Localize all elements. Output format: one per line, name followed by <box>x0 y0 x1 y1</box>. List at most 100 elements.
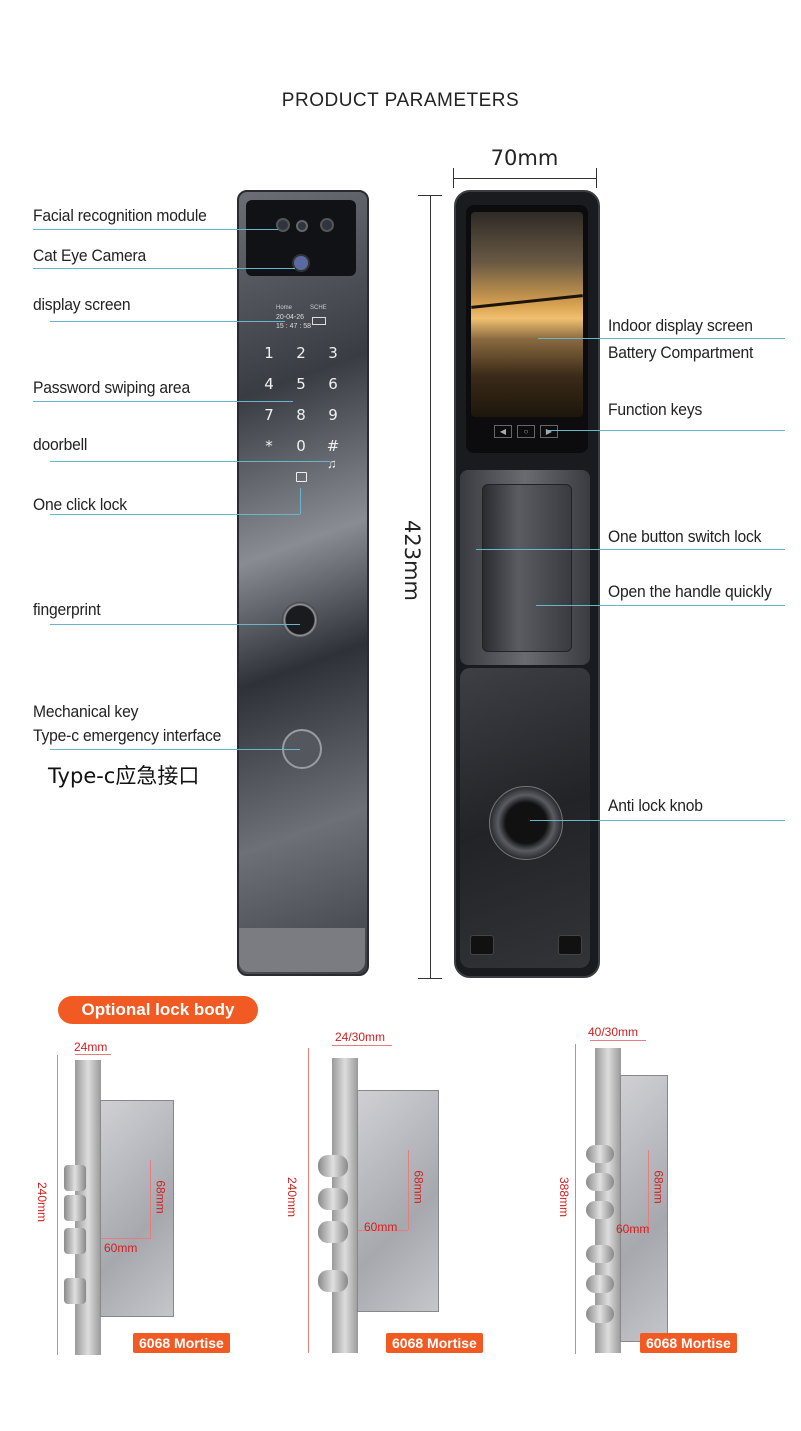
bolt <box>318 1270 348 1292</box>
callout-line <box>476 549 785 550</box>
dimension-line <box>358 1230 408 1231</box>
callout-line <box>536 605 785 606</box>
horizontal-dimension: 60mm <box>104 1241 138 1255</box>
top-dimension: 24/30mm <box>335 1030 386 1044</box>
callout-one-click-lock: One click lock <box>33 495 127 514</box>
height-tick-top <box>418 195 442 196</box>
type-c-chinese-label: Type-c应急接口 <box>48 764 200 788</box>
mortise-label: 6068 Mortise <box>133 1333 230 1353</box>
width-tick-left <box>453 168 454 188</box>
bolt <box>586 1201 614 1219</box>
key-4[interactable]: 4 <box>264 375 274 393</box>
callout-password: Password swiping area <box>33 378 190 397</box>
case <box>620 1075 668 1342</box>
width-dimension-line <box>453 178 596 179</box>
bolt <box>64 1228 86 1254</box>
face-sensor-icon <box>296 220 308 232</box>
height-tick-bottom <box>418 978 442 979</box>
callout-line <box>50 624 300 625</box>
callout-anti-lock-knob: Anti lock knob <box>608 796 703 815</box>
key-8[interactable]: 8 <box>296 406 306 424</box>
doorbell-icon[interactable]: ♫ <box>327 456 337 471</box>
bolt <box>586 1245 614 1263</box>
next-key-icon[interactable]: ▶ <box>540 425 558 438</box>
dimension-line <box>648 1150 649 1230</box>
callout-line <box>50 749 300 750</box>
key-2[interactable]: 2 <box>296 344 306 362</box>
bolt <box>586 1305 614 1323</box>
anti-lock-knob[interactable] <box>489 786 563 860</box>
height-dimension-line <box>430 195 431 979</box>
handle[interactable] <box>482 484 572 652</box>
home-key-icon[interactable]: ○ <box>517 425 535 438</box>
screw-cover-right <box>558 935 582 955</box>
callout-line <box>50 321 285 322</box>
front-lock-panel <box>237 190 369 976</box>
face-sensor-icon <box>320 218 334 232</box>
callout-camera: Cat Eye Camera <box>33 246 147 265</box>
dimension-line <box>590 1040 646 1041</box>
dimension-line <box>57 1055 58 1355</box>
callout-line <box>538 338 785 339</box>
bolt <box>64 1195 86 1221</box>
dimension-line <box>308 1048 309 1353</box>
top-dimension: 24mm <box>74 1040 108 1054</box>
bolt <box>64 1278 86 1304</box>
width-tick-right <box>596 168 597 188</box>
horizontal-dimension: 60mm <box>616 1222 650 1236</box>
callout-display: display screen <box>33 295 131 314</box>
camera-lens-icon <box>292 254 310 272</box>
case <box>357 1090 439 1312</box>
callout-mechanical-key: Mechanical key <box>33 702 139 721</box>
optional-lock-body-badge: Optional lock body <box>58 996 258 1024</box>
indoor-screen-image <box>471 212 583 417</box>
faceplate <box>595 1048 621 1353</box>
key-star[interactable]: * <box>265 437 273 455</box>
callout-line <box>50 514 300 515</box>
case <box>100 1100 174 1317</box>
bolt <box>64 1165 86 1191</box>
callout-line <box>33 268 295 269</box>
key-9[interactable]: 9 <box>328 406 338 424</box>
dimension-line <box>101 1238 151 1239</box>
callout-function-keys: Function keys <box>608 400 703 419</box>
bolt <box>586 1275 614 1293</box>
dimension-line <box>408 1150 409 1230</box>
screen-home-label: Home <box>276 305 293 311</box>
battery-icon <box>312 317 326 325</box>
page-title: PRODUCT PARAMETERS <box>281 90 520 111</box>
dimension-line <box>621 1230 648 1231</box>
side-dimension: 240mm <box>35 1181 50 1223</box>
callout-battery: Battery Compartment <box>608 343 754 362</box>
callout-line <box>33 401 293 402</box>
bolt <box>318 1221 348 1243</box>
callout-line <box>300 488 301 514</box>
callout-switch-lock: One button switch lock <box>608 527 762 546</box>
callout-line <box>530 820 785 821</box>
key-0[interactable]: 0 <box>296 437 306 455</box>
vertical-dimension: 68mm <box>651 1170 666 1204</box>
key-1[interactable]: 1 <box>264 344 274 362</box>
lock-icon[interactable] <box>296 472 307 482</box>
prev-key-icon[interactable]: ◀ <box>494 425 512 438</box>
screen-date: 20-04-26 <box>276 314 305 321</box>
key-hash[interactable]: # <box>326 437 340 455</box>
dimension-line <box>150 1160 151 1238</box>
callout-fingerprint: fingerprint <box>33 600 101 619</box>
fingerprint-sensor[interactable] <box>282 602 318 638</box>
key-6[interactable]: 6 <box>328 375 338 393</box>
front-bottom-cap <box>239 928 365 972</box>
callout-facial: Facial recognition module <box>33 206 207 225</box>
mortise-label: 6068 Mortise <box>640 1333 737 1353</box>
face-sensor-icon <box>276 218 290 232</box>
screen-sche-label: SCHE <box>310 305 327 311</box>
key-5[interactable]: 5 <box>296 375 306 393</box>
callout-line <box>50 461 330 462</box>
screw-cover-left <box>470 935 494 955</box>
callout-doorbell: doorbell <box>33 435 88 454</box>
key-7[interactable]: 7 <box>264 406 274 424</box>
vertical-dimension: 68mm <box>153 1180 168 1214</box>
bolt <box>586 1145 614 1163</box>
key-3[interactable]: 3 <box>328 344 338 362</box>
callout-type-c: Type-c emergency interface <box>33 726 222 745</box>
